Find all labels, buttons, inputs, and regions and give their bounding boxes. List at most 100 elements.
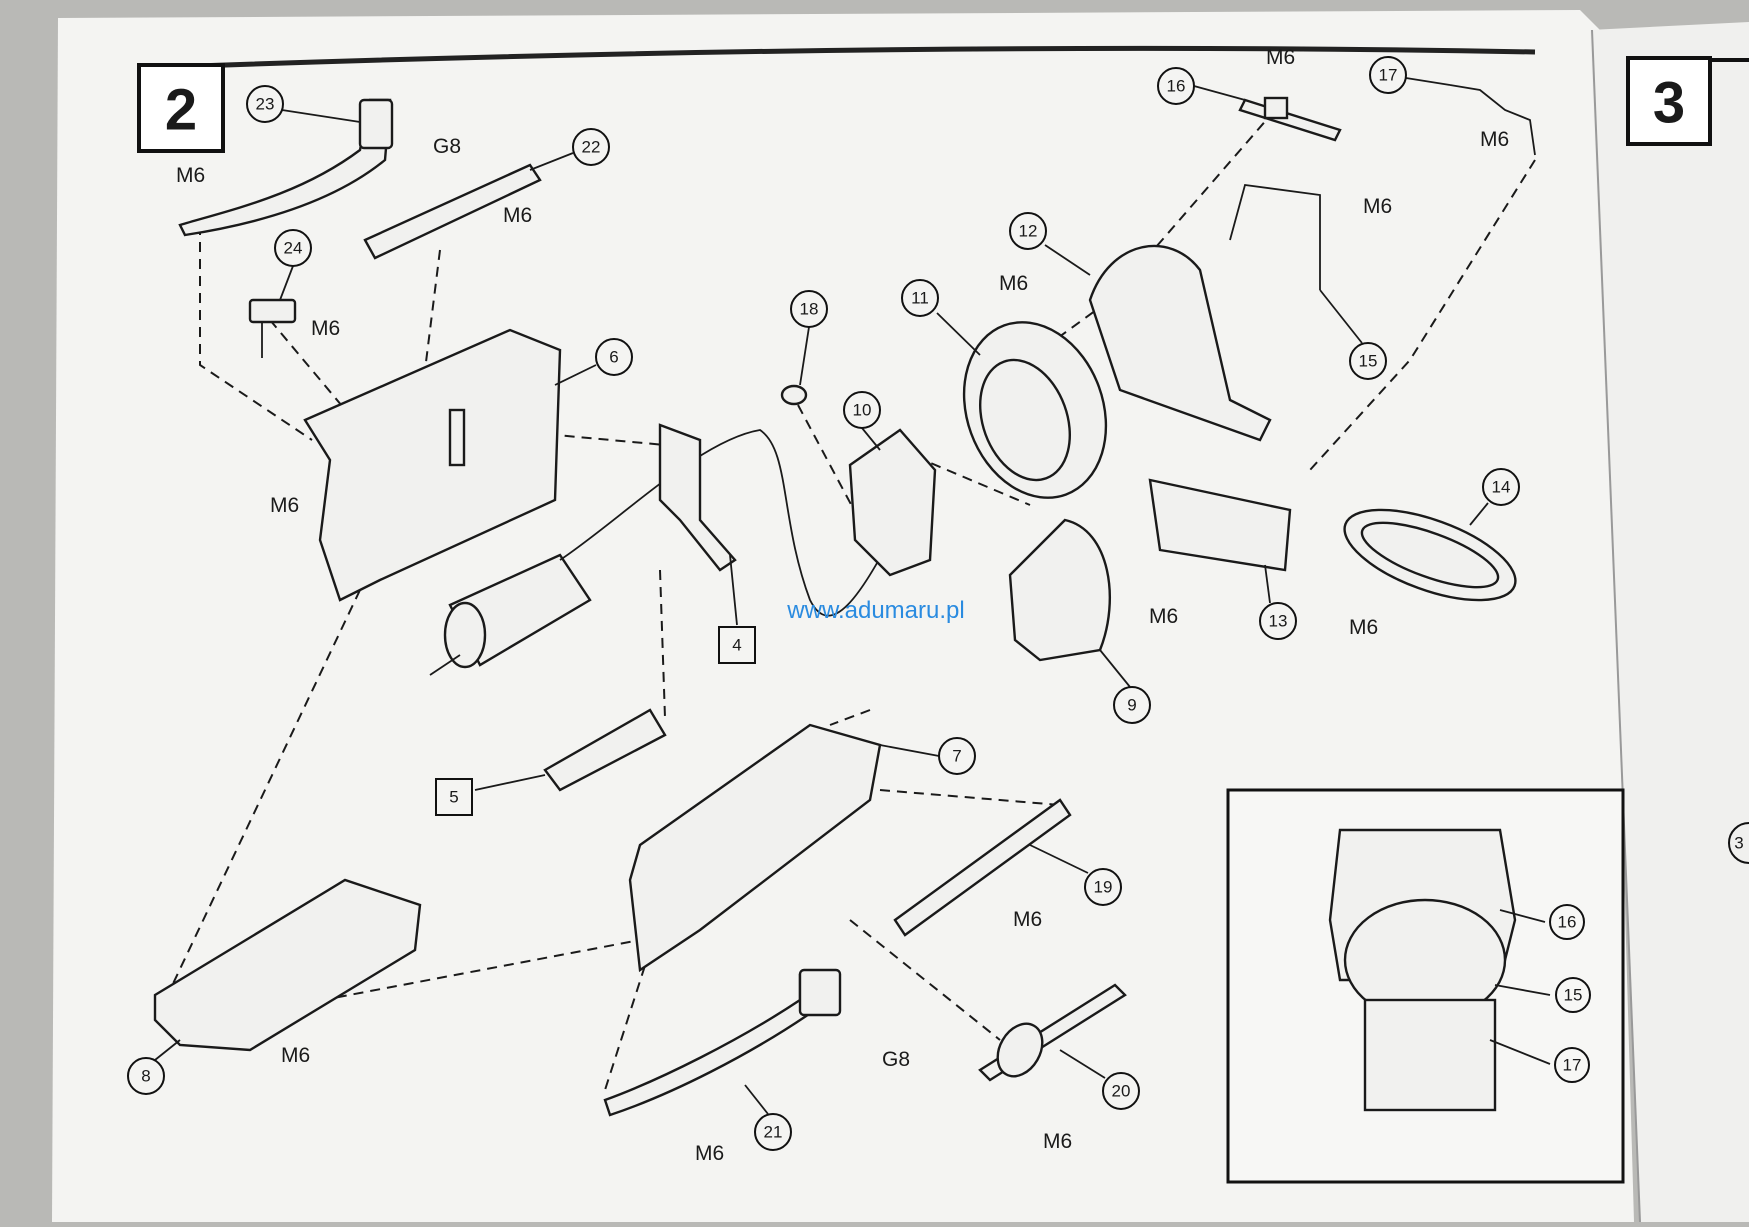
svg-text:M6: M6 [1149, 605, 1178, 628]
callout-box-4: 4 [718, 626, 756, 664]
part-7-crankcase-half [628, 723, 882, 973]
part-20-shaft [978, 983, 1127, 1082]
callout-7: 7 [938, 737, 976, 775]
callout-10: 10 [843, 391, 881, 429]
svg-text:22: 22 [582, 138, 601, 157]
svg-text:16: 16 [1558, 913, 1577, 932]
svg-text:M6: M6 [1013, 908, 1042, 931]
callout-12: 12 [1009, 212, 1047, 250]
svg-text:M6: M6 [1266, 46, 1295, 69]
inset-callout-16: 16 [1549, 904, 1585, 940]
part-callouts: 23 22 24 6 18 11 12 10 16 17 15 14 13 9 … [127, 56, 1749, 1151]
part-motor [429, 429, 901, 676]
svg-text:13: 13 [1269, 612, 1288, 631]
svg-text:21: 21 [764, 1123, 783, 1142]
svg-text:2: 2 [165, 78, 197, 143]
watermark: www.adumaru.pl [786, 597, 964, 624]
step-2-badge: 2 [137, 63, 225, 153]
callout-9: 9 [1113, 686, 1151, 724]
svg-text:14: 14 [1492, 478, 1511, 497]
part-16-shaft [1238, 96, 1342, 142]
callout-8: 8 [127, 1057, 165, 1095]
svg-text:M6: M6 [1043, 1130, 1072, 1153]
svg-text:11: 11 [911, 289, 929, 308]
part-4-bracket [658, 423, 737, 572]
inset-assembled-view [1226, 788, 1625, 1184]
svg-text:M6: M6 [1349, 616, 1378, 639]
part-13-filter-box [1148, 478, 1292, 572]
part-19-rail [893, 798, 1072, 937]
part-12-gear-cover [1088, 244, 1272, 442]
svg-text:M6: M6 [999, 272, 1028, 295]
callout-17: 17 [1369, 56, 1407, 94]
right-page-callout-3: 3 [1728, 822, 1749, 864]
svg-text:M6: M6 [503, 204, 532, 227]
callout-14: 14 [1482, 468, 1520, 506]
svg-text:M6: M6 [281, 1044, 310, 1067]
step-3-badge: 3 [1626, 56, 1749, 146]
callout-6: 6 [595, 338, 633, 376]
svg-text:9: 9 [1127, 696, 1136, 715]
header-rule [139, 45, 1536, 71]
svg-text:17: 17 [1563, 1056, 1582, 1075]
svg-text:3: 3 [1653, 71, 1685, 136]
svg-text:M6: M6 [176, 164, 205, 187]
part-8-oil-pan [153, 878, 422, 1052]
svg-text:6: 6 [609, 348, 618, 367]
svg-text:4: 4 [732, 636, 741, 655]
leader-lines [154, 77, 1489, 1115]
part-5-block [543, 708, 667, 792]
part-11-ring-gear [962, 321, 1108, 499]
part-23-exhaust [178, 98, 394, 237]
part-6-crankcase-half [303, 328, 562, 602]
callout-21: 21 [754, 1113, 792, 1151]
callout-19: 19 [1084, 868, 1122, 906]
material-labels: M6 M6 M6 M6 M6 M6 M6 M6 M6 M6 M6 M6 M6 M… [176, 46, 1509, 1165]
svg-text:20: 20 [1112, 1082, 1131, 1101]
svg-text:M6: M6 [311, 317, 340, 340]
callout-15: 15 [1349, 342, 1387, 380]
svg-text:M6: M6 [695, 1142, 724, 1165]
svg-text:7: 7 [952, 747, 961, 766]
callout-13: 13 [1259, 602, 1297, 640]
part-24-valve [248, 298, 297, 358]
part-10-gearbox [848, 428, 937, 577]
inset-callout-15: 15 [1555, 977, 1591, 1013]
svg-text:10: 10 [853, 401, 872, 420]
callout-16: 16 [1157, 67, 1195, 105]
callout-24: 24 [274, 229, 312, 267]
callout-11: 11 [901, 279, 939, 317]
inset-callout-17: 17 [1554, 1047, 1590, 1083]
page-fold [1591, 29, 1641, 1223]
callout-22: 22 [572, 128, 610, 166]
part-14-filter-ring [1343, 508, 1517, 602]
callout-23: 23 [246, 85, 284, 123]
svg-text:M6: M6 [1363, 195, 1392, 218]
svg-text:G8: G8 [433, 135, 461, 158]
svg-text:15: 15 [1564, 986, 1583, 1005]
part-22-rail [363, 163, 542, 260]
part-15-frame [1229, 184, 1321, 290]
svg-text:24: 24 [284, 239, 303, 258]
svg-text:18: 18 [800, 300, 819, 319]
svg-text:M6: M6 [270, 494, 299, 517]
svg-text:5: 5 [449, 788, 458, 807]
svg-text:16: 16 [1167, 77, 1186, 96]
right-page [1590, 22, 1749, 1222]
svg-text:19: 19 [1094, 878, 1113, 897]
part-18-spacer [780, 384, 808, 406]
svg-text:15: 15 [1359, 352, 1378, 371]
part-17-pipe [1449, 84, 1536, 156]
svg-text:G8: G8 [882, 1048, 910, 1071]
callout-20: 20 [1102, 1072, 1140, 1110]
callout-18: 18 [790, 290, 828, 328]
svg-text:8: 8 [141, 1067, 150, 1086]
svg-text:3: 3 [1734, 834, 1743, 853]
part-21-exhaust [603, 968, 842, 1117]
svg-text:23: 23 [256, 95, 275, 114]
svg-text:12: 12 [1019, 222, 1038, 241]
svg-text:17: 17 [1379, 66, 1398, 85]
part-9-housing [1008, 518, 1111, 662]
